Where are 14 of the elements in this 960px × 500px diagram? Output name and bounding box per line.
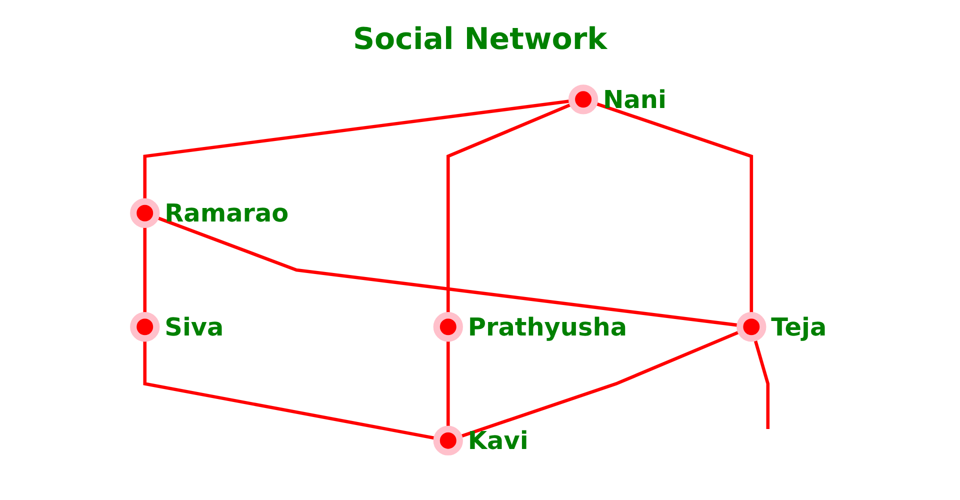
node-dot: [568, 84, 598, 114]
node-dot: [433, 312, 463, 342]
node-label: Prathyusha: [468, 312, 628, 342]
node-dot: [130, 198, 160, 228]
node-label: Siva: [164, 312, 224, 342]
title: Social Network: [352, 22, 608, 57]
node-dot: [433, 426, 463, 456]
node-dot: [130, 312, 160, 342]
node-label: Nani: [603, 84, 667, 114]
node-label: Teja: [771, 312, 827, 342]
node-label: Kavi: [468, 426, 528, 456]
node-dot: [736, 312, 766, 342]
node-label: Ramarao: [164, 198, 289, 228]
connector-line: [458, 330, 742, 438]
